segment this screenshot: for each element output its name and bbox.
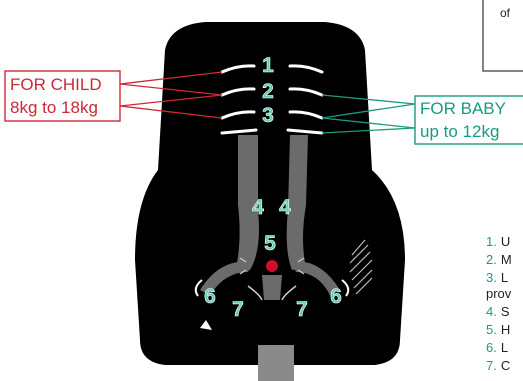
crotch-strap — [262, 275, 282, 300]
child-label-line1: FOR CHILD — [10, 75, 102, 94]
baby-label-line2: up to 12kg — [420, 122, 499, 141]
harness-buckle — [266, 260, 278, 272]
legend: 1.U 2.M 3.L prov 4.S 5.H 6.L 7.C — [486, 234, 512, 373]
legend-item-4: 4.S — [486, 304, 510, 319]
marker-4b: 4 — [279, 196, 291, 219]
legend-item-3-cont: prov — [486, 286, 512, 301]
marker-6b: 6 — [330, 285, 342, 308]
legend-item-3: 3.L — [486, 270, 508, 285]
legend-item-5: 5.H — [486, 322, 510, 337]
seat-base — [258, 345, 294, 381]
note-box-text: of — [500, 6, 511, 20]
marker-6a: 6 — [204, 285, 216, 308]
marker-2: 2 — [262, 80, 274, 103]
child-label-line2: 8kg to 18kg — [10, 98, 98, 117]
legend-item-1: 1.U — [486, 234, 510, 249]
marker-7a: 7 — [232, 298, 244, 321]
marker-3: 3 — [262, 104, 274, 127]
marker-1: 1 — [262, 54, 274, 77]
legend-item-6: 6.L — [486, 340, 508, 355]
marker-5: 5 — [264, 232, 276, 255]
legend-item-7: 7.C — [486, 358, 510, 373]
legend-item-2: 2.M — [486, 252, 512, 267]
marker-4a: 4 — [252, 196, 264, 219]
marker-7b: 7 — [296, 298, 308, 321]
baby-label-line1: FOR BABY — [420, 99, 506, 118]
